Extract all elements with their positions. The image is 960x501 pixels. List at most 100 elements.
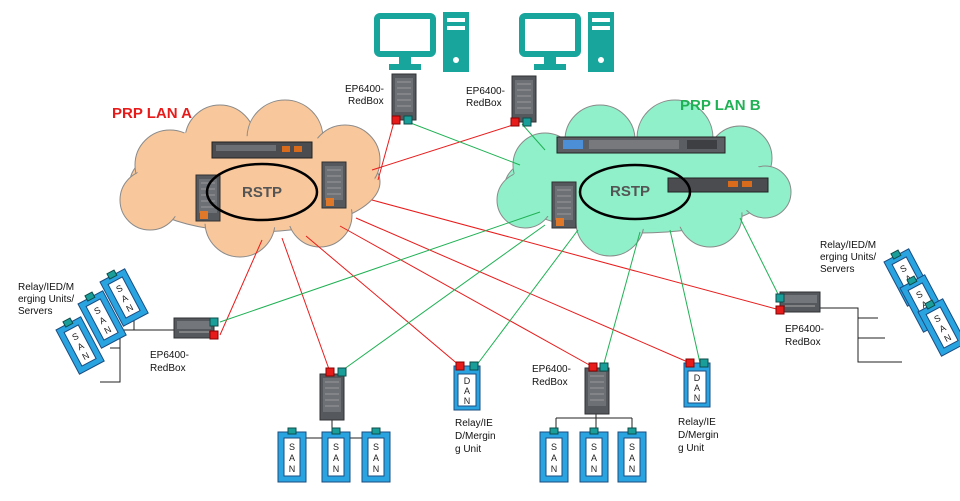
svg-text:D: D	[694, 373, 701, 383]
redbox-label-line2: RedBox	[785, 337, 821, 348]
svg-text:Relay/IE: Relay/IE	[678, 417, 716, 428]
svg-text:A: A	[464, 386, 470, 396]
redbox-label-line1: EP6400-	[345, 84, 384, 95]
redbox-left: EP6400- RedBox	[150, 317, 219, 374]
san-letter: A	[938, 323, 948, 335]
redbox-top-left: EP6400- RedBox	[345, 73, 417, 125]
svg-text:EP6400-: EP6400-	[785, 324, 824, 335]
svg-text:EP6400-: EP6400-	[466, 86, 505, 97]
san-wiring	[100, 307, 902, 440]
computer-icon	[374, 12, 469, 72]
redbox-right: EP6400- RedBox	[775, 291, 824, 348]
lan-b-title: PRP LAN B	[680, 97, 761, 114]
san-letter: S	[898, 263, 908, 275]
svg-text:Servers: Servers	[18, 306, 52, 317]
redbox-label-line2: RedBox	[466, 98, 502, 109]
svg-text:EP6400-: EP6400-	[532, 364, 571, 375]
svg-text:EP6400-: EP6400-	[345, 84, 384, 95]
san-device: SAN	[77, 290, 127, 349]
san-device: SAN	[539, 427, 569, 483]
svg-text:Servers: Servers	[820, 264, 854, 275]
san-letter: S	[289, 442, 295, 452]
relay-group-left-label: Relay/IED/M erging Units/ Servers	[18, 282, 74, 317]
dan-device-right: D A N Relay/IE D/Mergin g Unit	[678, 358, 719, 454]
redbox-top-right: EP6400- RedBox	[466, 75, 537, 127]
lan-a-rstp-label: RSTP	[242, 184, 282, 201]
computer-icon	[519, 12, 614, 72]
san-letter: A	[591, 453, 597, 463]
san-letter: N	[373, 464, 380, 474]
svg-text:N: N	[464, 396, 471, 406]
svg-text:N: N	[694, 393, 701, 403]
redbox-bottom-left	[319, 367, 347, 421]
san-device: SAN	[99, 268, 149, 327]
svg-text:D/Mergin: D/Mergin	[455, 431, 496, 442]
san-letter: N	[103, 324, 113, 336]
svg-text:RedBox: RedBox	[466, 98, 502, 109]
san-letter: S	[932, 313, 942, 325]
svg-text:erging Units/: erging Units/	[820, 252, 876, 263]
san-letter: A	[120, 293, 130, 305]
svg-text:D: D	[464, 376, 471, 386]
svg-text:RedBox: RedBox	[348, 96, 384, 107]
svg-text:RedBox: RedBox	[150, 363, 186, 374]
lan-b-rstp-ring	[578, 163, 692, 221]
san-letter: S	[591, 442, 597, 452]
redbox-label-line2: RedBox	[348, 96, 384, 107]
san-letter: A	[333, 453, 339, 463]
svg-text:Relay/IED/M: Relay/IED/M	[820, 240, 876, 251]
lan-b-core-switches	[551, 136, 769, 229]
lan-a-core-switches	[195, 141, 347, 222]
san-device: SAN	[321, 427, 351, 483]
san-devices: SANSANSANSANSANSANSANSANSANSANSANSAN	[55, 248, 960, 483]
san-letter: N	[289, 464, 296, 474]
redbox-label-line1: EP6400-	[466, 86, 505, 97]
svg-text:D/Mergin: D/Mergin	[678, 430, 719, 441]
san-letter: A	[551, 453, 557, 463]
san-device: SAN	[277, 427, 307, 483]
redbox-label-line1: EP6400-	[785, 324, 824, 335]
san-letter: S	[551, 442, 557, 452]
san-letter: S	[114, 283, 124, 295]
san-letter: S	[333, 442, 339, 452]
san-letter: A	[373, 453, 379, 463]
san-device: SAN	[361, 427, 391, 483]
lan-a-title: PRP LAN A	[112, 105, 192, 122]
san-letter: N	[125, 302, 135, 314]
san-letter: A	[76, 341, 86, 353]
svg-text:Relay/IE: Relay/IE	[455, 418, 493, 429]
lan-b-rstp-label: RSTP	[610, 183, 650, 200]
san-letter: N	[81, 350, 91, 362]
svg-text:A: A	[694, 383, 700, 393]
san-letter: N	[943, 332, 953, 344]
redbox-bottom-center: EP6400- RedBox	[532, 362, 610, 415]
san-letter: A	[920, 299, 930, 311]
san-letter: A	[289, 453, 295, 463]
san-device: SAN	[579, 427, 609, 483]
san-letter: N	[629, 464, 636, 474]
svg-text:RedBox: RedBox	[532, 377, 568, 388]
san-letter: A	[629, 453, 635, 463]
san-device: SAN	[55, 316, 105, 375]
svg-text:Relay/IED/M: Relay/IED/M	[18, 282, 74, 293]
lan-a-rstp-ring	[205, 162, 319, 222]
san-letter: A	[98, 315, 108, 327]
redbox-label-line1: EP6400-	[532, 364, 571, 375]
san-letter: S	[373, 442, 379, 452]
svg-text:RedBox: RedBox	[785, 337, 821, 348]
redbox-label-line2: RedBox	[150, 363, 186, 374]
san-letter: S	[70, 331, 80, 343]
san-device: SAN	[917, 298, 960, 357]
san-letter: N	[333, 464, 340, 474]
svg-text:EP6400-: EP6400-	[150, 350, 189, 361]
redbox-label-line2: RedBox	[532, 377, 568, 388]
san-letter: N	[591, 464, 598, 474]
svg-text:erging Units/: erging Units/	[18, 294, 74, 305]
san-letter: N	[551, 464, 558, 474]
redbox-label-line1: EP6400-	[150, 350, 189, 361]
san-letter: S	[92, 305, 102, 317]
svg-text:g Unit: g Unit	[678, 443, 704, 454]
san-letter: S	[914, 289, 924, 301]
lan-b-links	[219, 121, 781, 373]
